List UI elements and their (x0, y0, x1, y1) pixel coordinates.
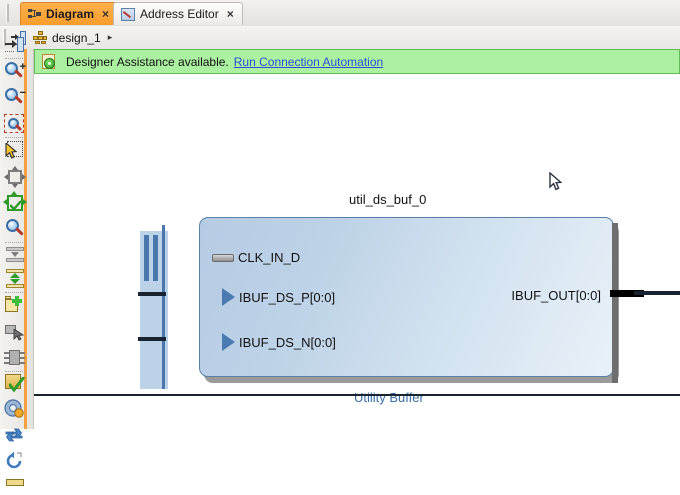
clk-pin-bar-1 (144, 235, 149, 281)
output-port-ibuf-out[interactable]: IBUF_OUT[0:0] (511, 288, 601, 303)
input-port-ibuf-ds-p-label: IBUF_DS_P[0:0] (239, 289, 336, 305)
designer-assistance-banner: Designer Assistance available. Run Conne… (34, 49, 680, 74)
wire-ibuf-ds-p[interactable] (138, 292, 166, 296)
toolbar-divider (5, 242, 25, 244)
input-port-clk-in-d-label: CLK_IN_D (238, 250, 301, 265)
block-right-edge-bar (612, 223, 618, 383)
mouse-pointer (549, 172, 562, 191)
run-connection-automation-link[interactable]: Run Connection Automation (233, 54, 384, 69)
toolbar-zoom-in-icon[interactable]: + (4, 61, 26, 83)
tab-diagram-close-icon[interactable]: × (102, 7, 110, 21)
block-instance-name: util_ds_buf_0 (349, 192, 427, 207)
input-port-clk-in-d[interactable]: CLK_IN_D (212, 250, 300, 265)
toolbar-search-icon[interactable] (4, 218, 26, 240)
toolbar-expand-panel-icon[interactable] (4, 33, 26, 55)
toolbar-refresh-layout-icon[interactable] (4, 424, 26, 446)
breadcrumb: design_1 ▸ (0, 26, 680, 50)
address-editor-icon (121, 7, 135, 21)
clock-port-icon (212, 253, 234, 262)
bus-port-icon (222, 288, 235, 306)
clk-pin-bar-2 (153, 235, 158, 281)
bus-port-icon (222, 333, 235, 351)
toolbar-auto-layout-icon[interactable] (3, 191, 27, 214)
toolbar-divider (5, 371, 25, 373)
toolbar-divider (5, 58, 25, 60)
block-util-ds-buf-0[interactable]: CLK_IN_D IBUF_DS_P[0:0] IBUF_DS_N[0:0] I… (199, 217, 614, 377)
toolbar-divider (5, 137, 25, 139)
wire-ibuf-out[interactable] (634, 291, 680, 295)
hierarchy-icon (33, 31, 47, 44)
toolbar-ruler-icon[interactable] (4, 473, 26, 495)
tab-bar-grip[interactable] (0, 0, 20, 26)
tab-bar: Diagram × Address Editor × (0, 0, 680, 27)
designer-assistance-icon (41, 53, 58, 70)
breadcrumb-design-name[interactable]: design_1 (52, 30, 101, 45)
breadcrumb-chevron-right-icon[interactable]: ▸ (107, 32, 113, 42)
diagram-icon (28, 8, 41, 20)
tab-diagram[interactable]: Diagram × (20, 2, 119, 25)
tab-diagram-label: Diagram (46, 7, 95, 21)
diagram-bus-line[interactable] (34, 394, 680, 396)
toolbar-accent-stripe (24, 49, 27, 429)
input-port-ibuf-ds-n-label: IBUF_DS_N[0:0] (239, 334, 336, 350)
toolbar-collapse-all-icon[interactable] (4, 244, 26, 266)
input-port-ibuf-ds-p[interactable]: IBUF_DS_P[0:0] (222, 288, 335, 306)
toolbar-settings-gear-icon[interactable] (4, 398, 26, 420)
banner-message: Designer Assistance available. (66, 54, 229, 69)
toolbar-add-module-icon[interactable] (4, 321, 26, 343)
toolbar-validate-design-icon[interactable] (4, 372, 26, 394)
tab-address-editor-close-icon[interactable]: × (226, 7, 234, 21)
breadcrumb-grip (3, 29, 6, 46)
toolbar-add-ip-icon[interactable] (4, 295, 26, 317)
toolbar-divider (5, 292, 25, 294)
output-pin-stub (610, 290, 644, 297)
diagram-toolbar: + − (0, 37, 34, 486)
toolbar-zoom-fit-icon[interactable] (4, 113, 26, 135)
tab-address-editor[interactable]: Address Editor × (113, 2, 243, 25)
toolbar-rotate-icon[interactable] (4, 450, 26, 472)
toolbar-expand-all-icon[interactable] (4, 268, 26, 290)
diagram-canvas[interactable]: Designer Assistance available. Run Conne… (34, 49, 680, 429)
input-port-ibuf-ds-n[interactable]: IBUF_DS_N[0:0] (222, 333, 336, 351)
toolbar-zoom-out-icon[interactable]: − (4, 87, 26, 109)
output-port-ibuf-out-label: IBUF_OUT[0:0] (511, 288, 601, 303)
toolbar-select-pointer-icon[interactable] (4, 140, 26, 162)
toolbar-fit-to-window-icon[interactable] (4, 166, 26, 188)
block-type-label: Utility Buffer (354, 390, 424, 405)
wire-ibuf-ds-n[interactable] (138, 337, 166, 341)
tab-address-editor-label: Address Editor (140, 7, 219, 21)
block-left-edge-bar (162, 225, 165, 389)
toolbar-add-rtl-icon[interactable] (4, 347, 26, 369)
